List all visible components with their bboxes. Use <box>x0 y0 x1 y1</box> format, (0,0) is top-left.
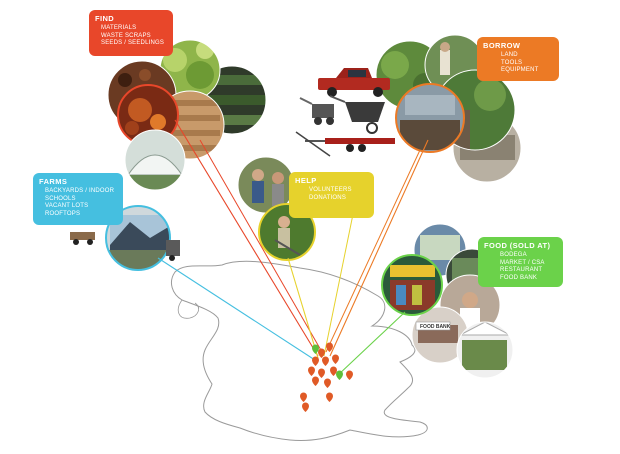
food-callout: FOOD (SOLD AT) BODEGA MARKET / CSA RESTA… <box>478 237 563 287</box>
borrow-connector-line-2 <box>325 149 421 353</box>
find-item: WASTE SCRAPS <box>101 32 151 39</box>
farms-title: FARMS <box>39 177 68 186</box>
location-pin <box>332 354 339 364</box>
location-pin <box>326 342 333 352</box>
location-pin <box>300 392 307 402</box>
find-item: SEEDS / SEEDLINGS <box>101 40 165 47</box>
farms-callout: FARMS BACKYARDS / INDOOR SCHOOLS VACANT … <box>33 173 123 225</box>
location-pin <box>312 344 319 354</box>
food-item: FOOD BANK <box>500 274 538 281</box>
borrow-callout: BORROW LAND TOOLS EQUIPMENT <box>477 37 559 81</box>
food-connector-line <box>336 311 406 377</box>
farms-item: VACANT LOTS <box>45 203 89 210</box>
find-title: FIND <box>95 14 115 23</box>
location-pin <box>308 366 315 376</box>
find-photo-cluster <box>107 39 267 191</box>
borrow-title: BORROW <box>483 41 521 50</box>
location-pin <box>312 376 319 386</box>
help-callout: HELP VOLUNTEERS DONATIONS <box>289 172 374 218</box>
location-pin <box>318 368 325 378</box>
food-item: BODEGA <box>500 252 527 259</box>
help-connector-line-2 <box>287 257 319 359</box>
find-connector-line <box>174 119 319 357</box>
find-connector-line-2 <box>199 139 323 353</box>
location-pin <box>326 392 333 402</box>
tiller <box>299 97 334 125</box>
borrow-item: LAND <box>501 52 518 59</box>
food-item: RESTAURANT <box>500 267 543 274</box>
food-bank-sign-text: FOOD BANK <box>420 324 451 330</box>
help-photo-cluster <box>237 156 316 261</box>
rake-tool <box>295 131 331 157</box>
pickup-truck <box>318 68 390 97</box>
location-pin <box>312 356 319 366</box>
location-pin <box>324 378 331 388</box>
wheelbarrow <box>329 95 385 134</box>
find-item: MATERIALS <box>101 25 137 32</box>
food-item: MARKET / CSA <box>500 259 545 266</box>
location-pin <box>302 402 309 412</box>
location-pins-green <box>312 344 344 380</box>
borrow-connector-line <box>329 139 429 357</box>
farms-item: ROOFTOPS <box>45 210 81 217</box>
city-outline-inlet <box>177 299 199 319</box>
food-bank-sign <box>415 321 451 331</box>
location-pin <box>318 348 325 358</box>
borrow-photo-cluster <box>375 34 522 183</box>
help-item: VOLUNTEERS <box>309 187 352 194</box>
location-pin <box>336 370 344 380</box>
farms-item: SCHOOLS <box>45 195 76 202</box>
location-pins <box>300 342 353 412</box>
help-item: DONATIONS <box>309 194 347 201</box>
find-callout: FIND MATERIALS WASTE SCRAPS SEEDS / SEED… <box>89 10 173 56</box>
borrow-item: TOOLS <box>501 59 523 66</box>
help-title: HELP <box>295 176 317 185</box>
location-pin <box>346 370 353 380</box>
farms-item: BACKYARDS / INDOOR <box>45 188 115 195</box>
borrow-item: EQUIPMENT <box>501 67 539 74</box>
food-title: FOOD (SOLD AT) <box>484 241 551 250</box>
location-pin <box>330 366 337 376</box>
city-outline <box>171 260 428 441</box>
location-pin <box>322 356 329 366</box>
flatbed-trailer <box>305 138 395 152</box>
farms-connector-line <box>157 257 319 363</box>
